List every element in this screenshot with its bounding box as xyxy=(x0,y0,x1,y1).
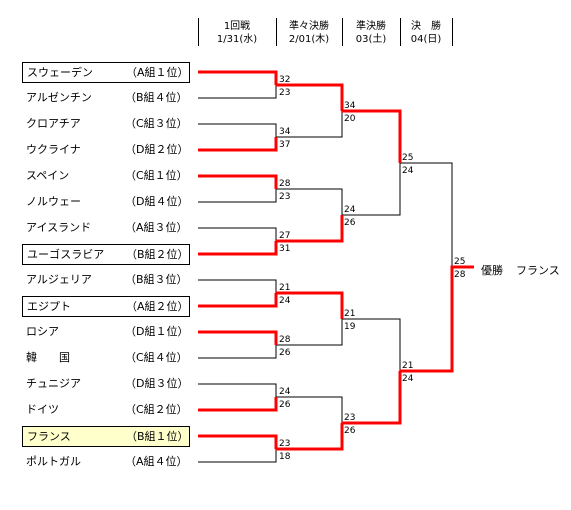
score: 24 xyxy=(344,205,356,215)
team-name: アイスランド xyxy=(26,221,92,234)
score: 26 xyxy=(279,348,291,358)
team-entry: ポルトガル （A組４位） xyxy=(22,452,190,473)
team-name: ノルウェー xyxy=(26,195,81,208)
header-quarterfinal: 準々決勝 2/01(木) xyxy=(276,20,342,46)
team-group: （D組４位） xyxy=(125,195,189,208)
team-group: （C組１位） xyxy=(125,169,188,182)
score: 28 xyxy=(279,179,291,189)
team-name: ポルトガル xyxy=(26,455,81,468)
team-group: （D組２位） xyxy=(125,143,189,156)
team-group: （D組３位） xyxy=(125,377,189,390)
team-entry: ドイツ （C組２位） xyxy=(22,400,190,421)
score: 23 xyxy=(279,439,291,449)
team-group: （B組２位） xyxy=(126,248,189,261)
team-name: チュニジア xyxy=(26,377,81,390)
champion-result: 優勝 フランス xyxy=(481,262,560,278)
header-semifinal-title: 準決勝 xyxy=(356,21,386,32)
team-name: ロシア xyxy=(26,325,59,338)
score: 26 xyxy=(344,426,356,436)
team-entry-champion: フランス （B組１位） xyxy=(22,426,190,447)
team-name: 韓 国 xyxy=(26,351,70,364)
score: 20 xyxy=(344,114,356,124)
score: 24 xyxy=(279,387,291,397)
team-entry: チュニジア （D組３位） xyxy=(22,374,190,395)
team-entry: ウクライナ （D組２位） xyxy=(22,140,190,161)
score: 34 xyxy=(279,127,291,137)
score: 26 xyxy=(279,400,291,410)
team-group: （C組４位） xyxy=(125,351,188,364)
score: 23 xyxy=(344,413,356,423)
score: 21 xyxy=(279,283,291,293)
team-entry: スペイン （C組１位） xyxy=(22,166,190,187)
header-semifinal: 準決勝 03(土) xyxy=(342,20,400,46)
score: 25 xyxy=(454,257,466,267)
score: 21 xyxy=(344,309,356,319)
team-group: （D組１位） xyxy=(125,325,189,338)
score: 21 xyxy=(402,361,414,371)
team-entry: エジプト （A組２位） xyxy=(22,296,190,317)
team-entry: アルジェリア （B組３位） xyxy=(22,270,190,291)
team-group: （A組２位） xyxy=(126,300,189,313)
team-entry: 韓 国 （C組４位） xyxy=(22,348,190,369)
score: 34 xyxy=(344,101,356,111)
team-group: （A組４位） xyxy=(125,455,188,468)
header-quarterfinal-date: 2/01(木) xyxy=(288,34,330,45)
score: 27 xyxy=(279,231,291,241)
score: 24 xyxy=(402,374,414,384)
champion-name: フランス xyxy=(516,264,560,277)
team-entry: クロアチア （C組３位） xyxy=(22,114,190,135)
team-entry: アルゼンチン （B組４位） xyxy=(22,88,190,109)
header-round1: 1回戦 1/31(水) xyxy=(198,20,276,46)
header-final-date: 04(日) xyxy=(410,34,442,45)
team-name: スウェーデン xyxy=(27,66,93,79)
header-final-title: 決 勝 xyxy=(411,21,441,32)
team-group: （B組３位） xyxy=(125,273,188,286)
score: 28 xyxy=(279,335,291,345)
team-group: （B組４位） xyxy=(125,91,188,104)
team-name: ウクライナ xyxy=(26,143,81,156)
team-name: エジプト xyxy=(27,300,71,313)
score: 23 xyxy=(279,192,291,202)
score: 26 xyxy=(344,218,356,228)
team-entry: ユーゴスラビア （B組２位） xyxy=(22,244,190,265)
team-group: （B組１位） xyxy=(126,430,189,443)
score: 19 xyxy=(344,322,356,332)
team-group: （A組１位） xyxy=(126,66,189,79)
team-name: フランス xyxy=(27,430,71,443)
score: 37 xyxy=(279,140,291,150)
score: 31 xyxy=(279,244,291,254)
score: 32 xyxy=(279,75,291,85)
score: 23 xyxy=(279,88,291,98)
header-round1-title: 1回戦 xyxy=(223,21,251,32)
team-entry: アイスランド （A組３位） xyxy=(22,218,190,239)
header-quarterfinal-title: 準々決勝 xyxy=(289,21,329,32)
header-final: 決 勝 04(日) xyxy=(400,20,452,46)
team-name: スペイン xyxy=(26,169,70,182)
team-entry: ノルウェー （D組４位） xyxy=(22,192,190,213)
header-round1-date: 1/31(水) xyxy=(216,34,258,45)
champion-label: 優勝 xyxy=(481,264,503,277)
team-group: （C組３位） xyxy=(125,117,188,130)
team-entry: スウェーデン （A組１位） xyxy=(22,62,190,83)
team-group: （C組２位） xyxy=(125,403,188,416)
score: 24 xyxy=(402,166,414,176)
team-group: （A組３位） xyxy=(125,221,188,234)
team-entry: ロシア （D組１位） xyxy=(22,322,190,343)
score: 24 xyxy=(279,296,291,306)
score: 25 xyxy=(402,153,414,163)
team-name: ドイツ xyxy=(26,403,59,416)
header-semifinal-date: 03(土) xyxy=(355,34,387,45)
score: 28 xyxy=(454,270,466,280)
team-name: アルゼンチン xyxy=(26,91,92,104)
team-name: アルジェリア xyxy=(26,273,92,286)
team-name: ユーゴスラビア xyxy=(27,248,105,261)
score: 18 xyxy=(279,452,291,462)
team-name: クロアチア xyxy=(26,117,81,130)
